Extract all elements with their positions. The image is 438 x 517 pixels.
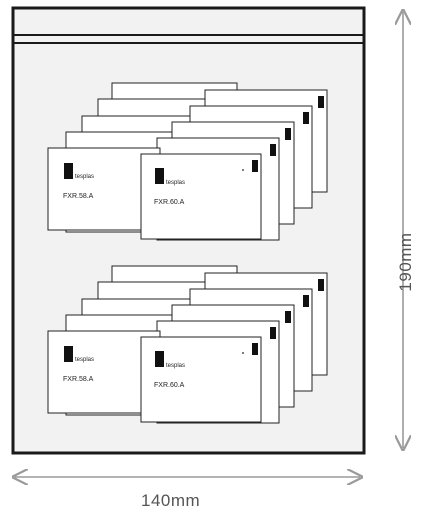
height-label: 190mm bbox=[396, 232, 415, 292]
card-tab-icon bbox=[318, 279, 324, 291]
brand-name-left: tesplas bbox=[75, 174, 94, 180]
brand-logo-icon bbox=[155, 351, 164, 367]
product-code-right: FXR.60.A bbox=[154, 199, 185, 206]
card-tab-icon bbox=[252, 160, 258, 172]
card-tab-icon bbox=[318, 96, 324, 108]
card-tab-icon bbox=[252, 343, 258, 355]
front-card-right bbox=[140, 153, 262, 240]
brand-logo-icon bbox=[64, 163, 73, 179]
card-tab-icon bbox=[285, 311, 291, 323]
brand-logo-icon bbox=[155, 168, 164, 184]
brand-name-right: tesplas bbox=[166, 363, 185, 369]
card-dot bbox=[242, 169, 244, 171]
product-code-right: FXR.60.A bbox=[154, 382, 185, 389]
card-tab-icon bbox=[303, 295, 309, 307]
card-dot bbox=[242, 352, 244, 354]
brand-name-right: tesplas bbox=[166, 180, 185, 186]
brand-name-left: tesplas bbox=[75, 357, 94, 363]
brand-logo-icon bbox=[64, 346, 73, 362]
width-label: 140mm bbox=[141, 491, 201, 510]
product-code-left: FXR.58.A bbox=[63, 376, 94, 383]
card-tab-icon bbox=[303, 112, 309, 124]
card-tab-icon bbox=[270, 327, 276, 339]
front-card-right bbox=[140, 336, 262, 423]
card-tab-icon bbox=[285, 128, 291, 140]
card-tab-icon bbox=[270, 144, 276, 156]
product-code-left: FXR.58.A bbox=[63, 193, 94, 200]
